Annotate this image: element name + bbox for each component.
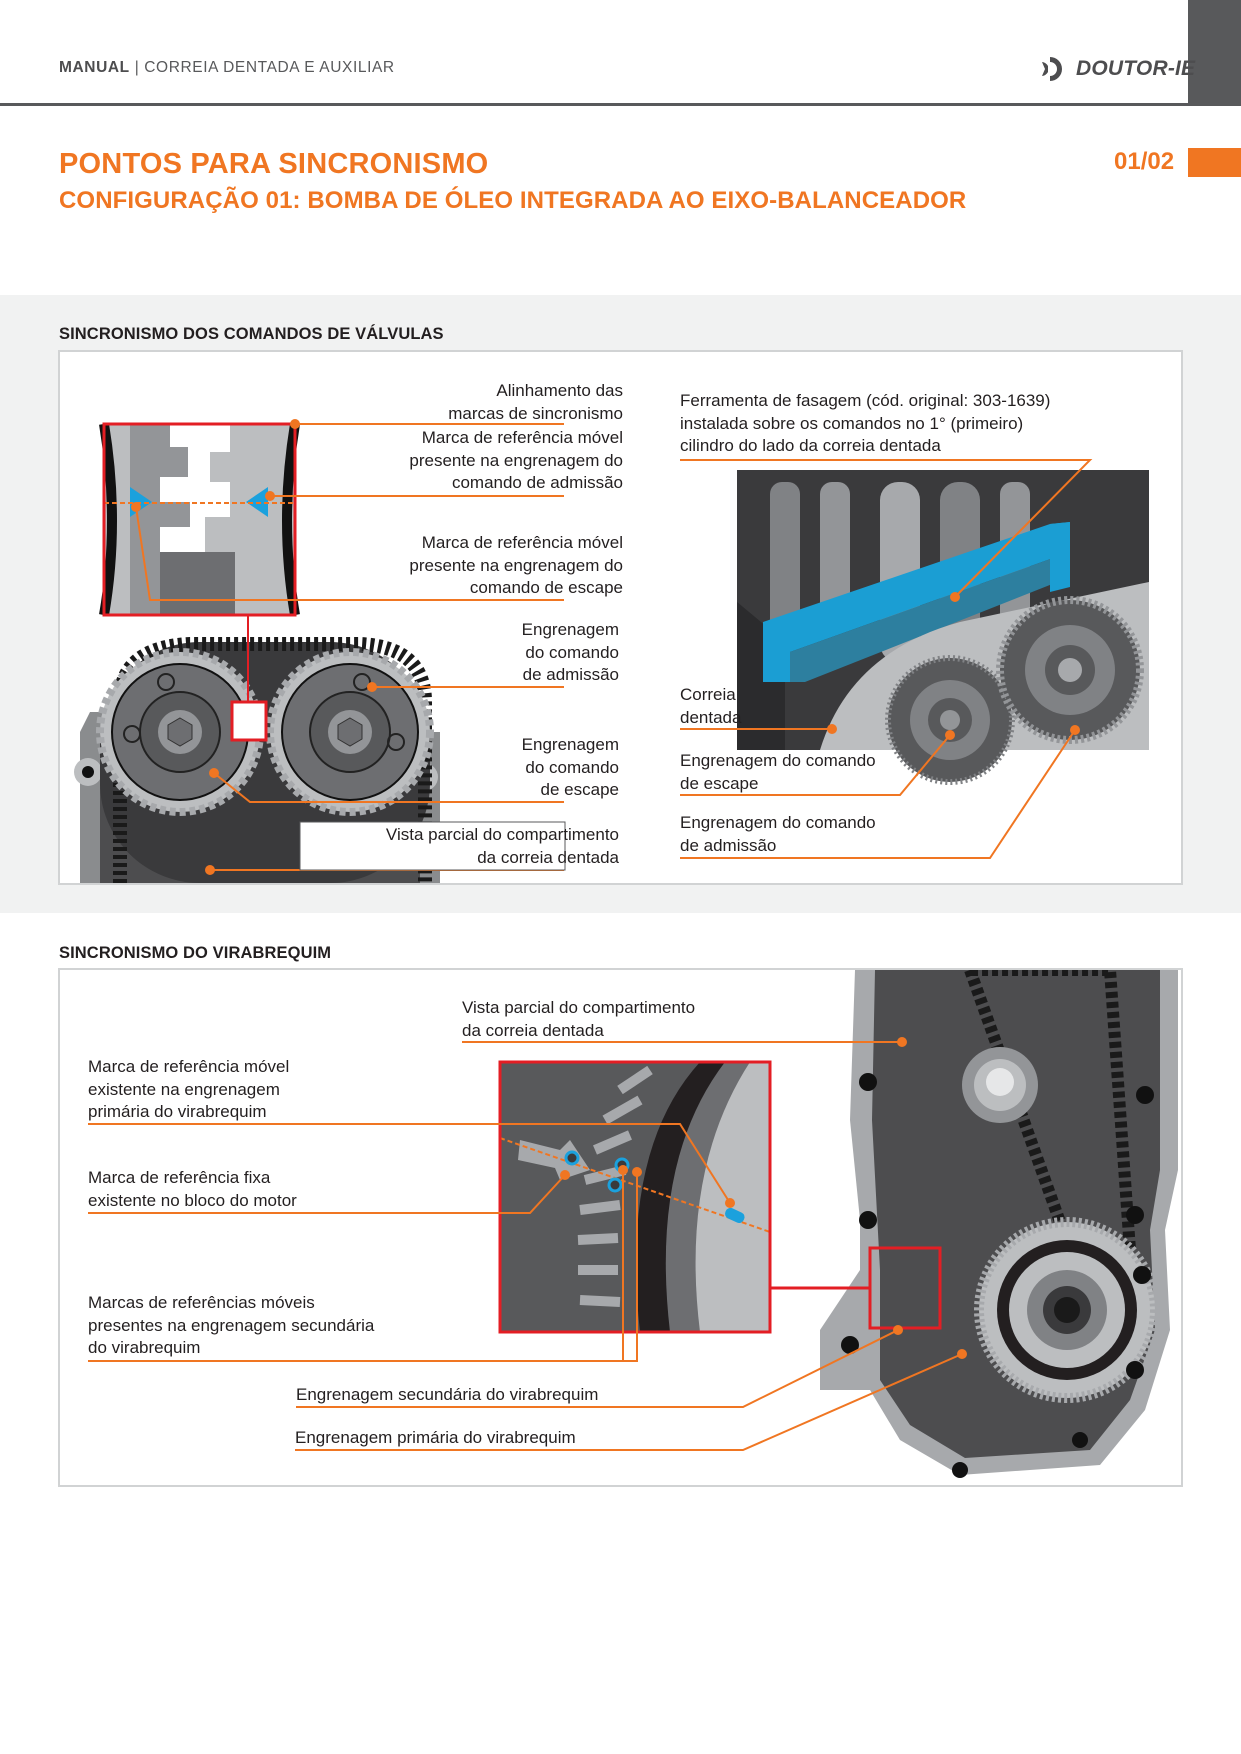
logo-mark-icon bbox=[1042, 57, 1062, 81]
label-line: Vista parcial do compartimento bbox=[385, 825, 619, 844]
label-line: Correia bbox=[680, 685, 736, 704]
valves-illustration bbox=[74, 419, 1149, 883]
label-line: Engrenagem bbox=[521, 735, 619, 754]
label-line: existente no bloco do motor bbox=[88, 1190, 297, 1210]
label-right-exhaust-gear: Engrenagem do comando de escape bbox=[680, 750, 876, 795]
label-line: Marca de referência móvel bbox=[421, 533, 623, 552]
label-line: Engrenagem bbox=[521, 620, 619, 639]
label-line: Marcas de referências móveis bbox=[88, 1293, 315, 1312]
label-line: do comando bbox=[525, 757, 619, 777]
label-timing-belt: Correia dentada bbox=[680, 684, 741, 729]
page-number: 01/02 bbox=[1114, 148, 1175, 175]
label-fixed-mark: Marca de referência fixa existente no bl… bbox=[88, 1167, 297, 1212]
label-line: comando de escape bbox=[469, 578, 623, 597]
label-line: do virabrequim bbox=[88, 1338, 201, 1357]
label-alignment-marks: Alinhamento das marcas de sincronismo bbox=[448, 380, 623, 425]
page-number-bar bbox=[1188, 148, 1241, 177]
label-line: da correia dentada bbox=[462, 1020, 604, 1040]
label-line: presentes na engrenagem secundária bbox=[88, 1315, 375, 1335]
label-line: de escape bbox=[540, 780, 619, 799]
label-line: existente na engrenagem bbox=[88, 1079, 280, 1099]
crank-zoom-box bbox=[498, 1060, 772, 1334]
label-crank-partial-view: Vista parcial do compartimento da correi… bbox=[462, 997, 695, 1042]
crank-diagram-card: Vista parcial do compartimento da correi… bbox=[58, 968, 1183, 1487]
label-line: de admissão bbox=[522, 665, 619, 684]
label-intake-mark: Marca de referência móvel presente na en… bbox=[409, 427, 623, 495]
page-title: PONTOS PARA SINCRONISMO bbox=[59, 148, 489, 180]
manual-label: MANUAL bbox=[59, 59, 130, 76]
label-line: primária do virabrequim bbox=[88, 1102, 267, 1121]
label-right-intake-gear: Engrenagem do comando de admissão bbox=[680, 812, 876, 857]
label-line: Engrenagem do comando bbox=[680, 813, 876, 832]
label-primary-gear: Engrenagem primária do virabrequim bbox=[295, 1427, 576, 1450]
label-line: Engrenagem secundária do virabrequim bbox=[296, 1385, 599, 1404]
label-line: marcas de sincronismo bbox=[448, 403, 623, 423]
phasing-tool-illustration bbox=[737, 470, 1149, 785]
header-rule bbox=[0, 103, 1188, 106]
label-line: cilindro do lado da correia dentada bbox=[680, 436, 941, 455]
crank-section-heading: SINCRONISMO DO VIRABREQUIM bbox=[59, 944, 332, 962]
label-primary-mark: Marca de referência móvel existente na e… bbox=[88, 1056, 289, 1124]
label-secondary-marks: Marcas de referências móveis presentes n… bbox=[88, 1292, 374, 1360]
label-line: de admissão bbox=[680, 835, 777, 855]
label-line: Engrenagem primária do virabrequim bbox=[295, 1428, 576, 1447]
logo-text: DOUTOR-IE bbox=[1076, 57, 1196, 80]
label-line: Engrenagem do comando bbox=[680, 751, 876, 770]
label-exhaust-mark: Marca de referência móvel presente na en… bbox=[409, 532, 623, 600]
page-subtitle: CONFIGURAÇÃO 01: BOMBA DE ÓLEO INTEGRADA… bbox=[59, 187, 967, 214]
label-line: Marca de referência móvel bbox=[88, 1057, 290, 1076]
crank-leader-lines bbox=[88, 1037, 967, 1451]
timing-cover-illustration bbox=[770, 970, 1178, 1478]
label-line: Vista parcial do compartimento bbox=[462, 998, 696, 1017]
label-secondary-gear: Engrenagem secundária do virabrequim bbox=[296, 1384, 598, 1407]
label-partial-view: Vista parcial do compartimento da correi… bbox=[386, 824, 619, 869]
valves-diagram-card: Alinhamento das marcas de sincronismo Ma… bbox=[58, 350, 1183, 885]
label-line: instalada sobre os comandos no 1° (prime… bbox=[680, 413, 1024, 433]
brand-logo: DOUTOR-IE bbox=[1040, 54, 1195, 84]
header-side-block bbox=[1188, 0, 1241, 106]
label-intake-gear: Engrenagem do comando de admissão bbox=[522, 619, 619, 687]
section-label: CORREIA DENTADA E AUXILIAR bbox=[144, 59, 395, 76]
label-phasing-tool: Ferramenta de fasagem (cód. original: 30… bbox=[680, 390, 1050, 458]
label-line: Alinhamento das bbox=[496, 381, 623, 400]
label-line: de escape bbox=[680, 773, 759, 793]
label-line: presente na engrenagem do bbox=[409, 450, 623, 470]
label-line: comando de admissão bbox=[451, 473, 623, 492]
label-exhaust-gear: Engrenagem do comando de escape bbox=[522, 734, 619, 802]
label-line: Ferramenta de fasagem (cód. original: 30… bbox=[680, 391, 1051, 410]
label-line: presente na engrenagem do bbox=[409, 555, 623, 575]
label-line: Marca de referência fixa bbox=[88, 1168, 271, 1187]
label-line: do comando bbox=[525, 642, 619, 662]
crank-illustration bbox=[88, 970, 1178, 1478]
right-leader-lines bbox=[680, 459, 1093, 859]
header-breadcrumb: MANUAL | CORREIA DENTADA E AUXILIAR bbox=[59, 59, 395, 77]
valves-section-heading: SINCRONISMO DOS COMANDOS DE VÁLVULAS bbox=[59, 325, 444, 343]
label-line: Marca de referência móvel bbox=[421, 428, 623, 447]
label-line: dentada bbox=[680, 707, 742, 727]
label-line: da correia dentada bbox=[477, 847, 619, 867]
header-separator: | bbox=[134, 59, 140, 76]
